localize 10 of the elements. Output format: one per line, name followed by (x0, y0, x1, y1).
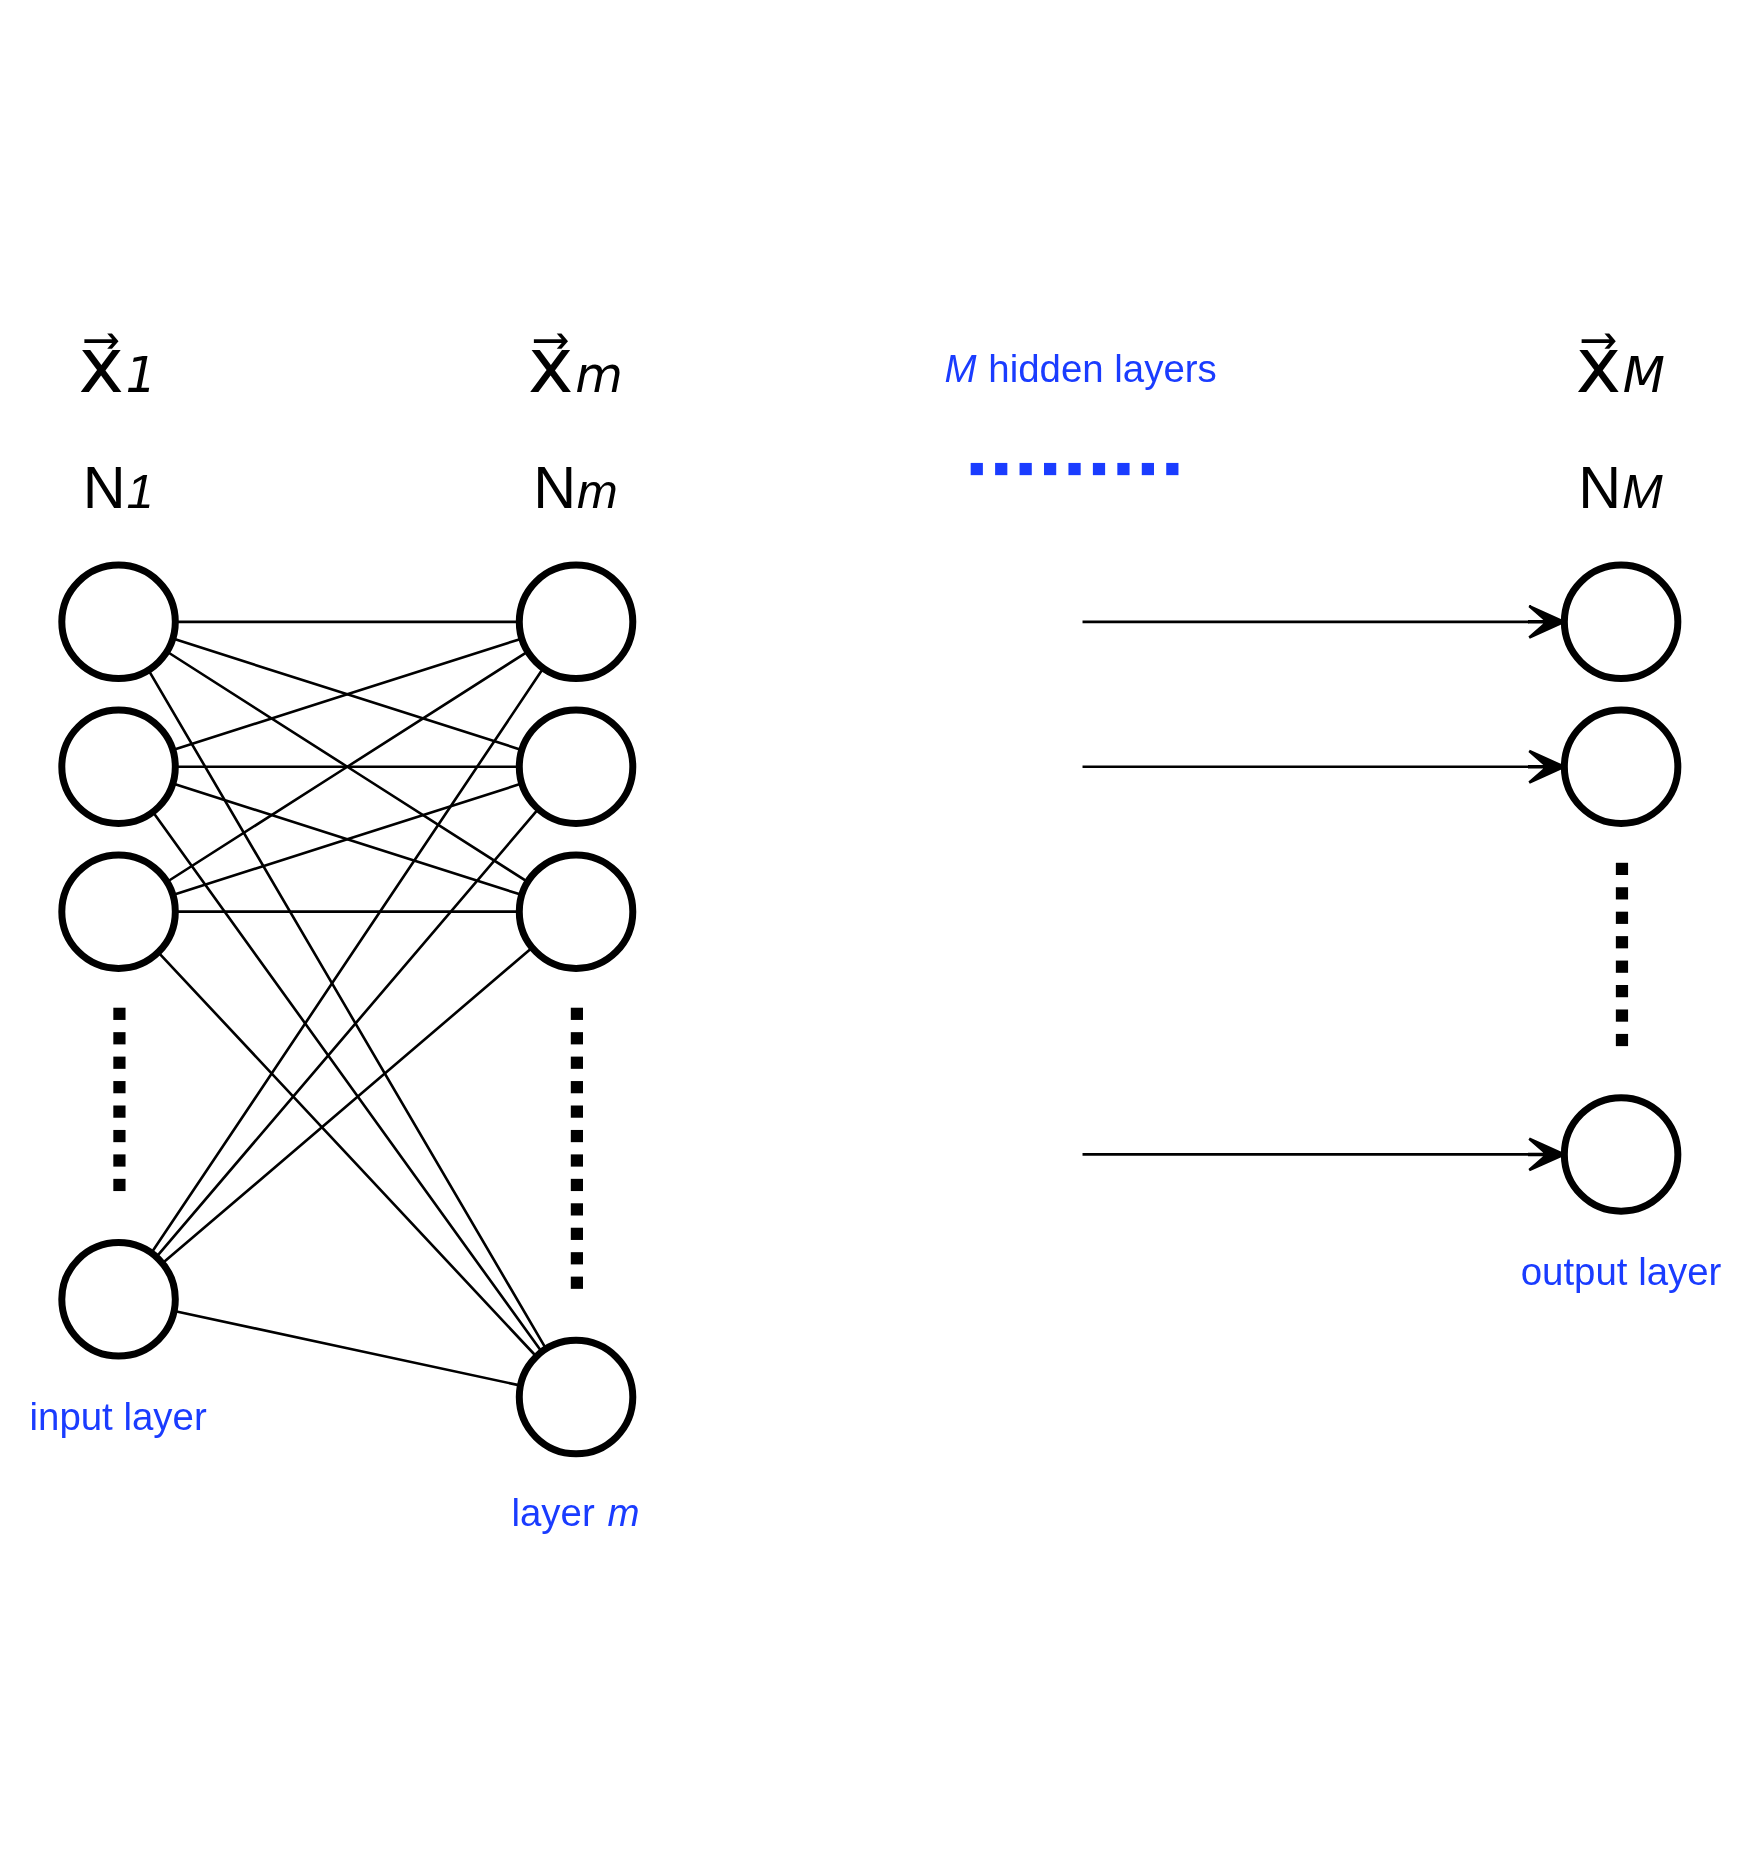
label: input layer (29, 1394, 207, 1438)
label: M hidden layers (944, 346, 1217, 390)
label: x⃗m (528, 320, 623, 410)
label: N1 (82, 453, 154, 521)
label: layer m (511, 1490, 640, 1534)
label: x⃗1 (78, 320, 157, 410)
label: NM (1578, 453, 1663, 521)
label: x⃗M (1575, 320, 1666, 410)
label: output layer (1520, 1249, 1722, 1293)
label: Nm (533, 453, 618, 521)
